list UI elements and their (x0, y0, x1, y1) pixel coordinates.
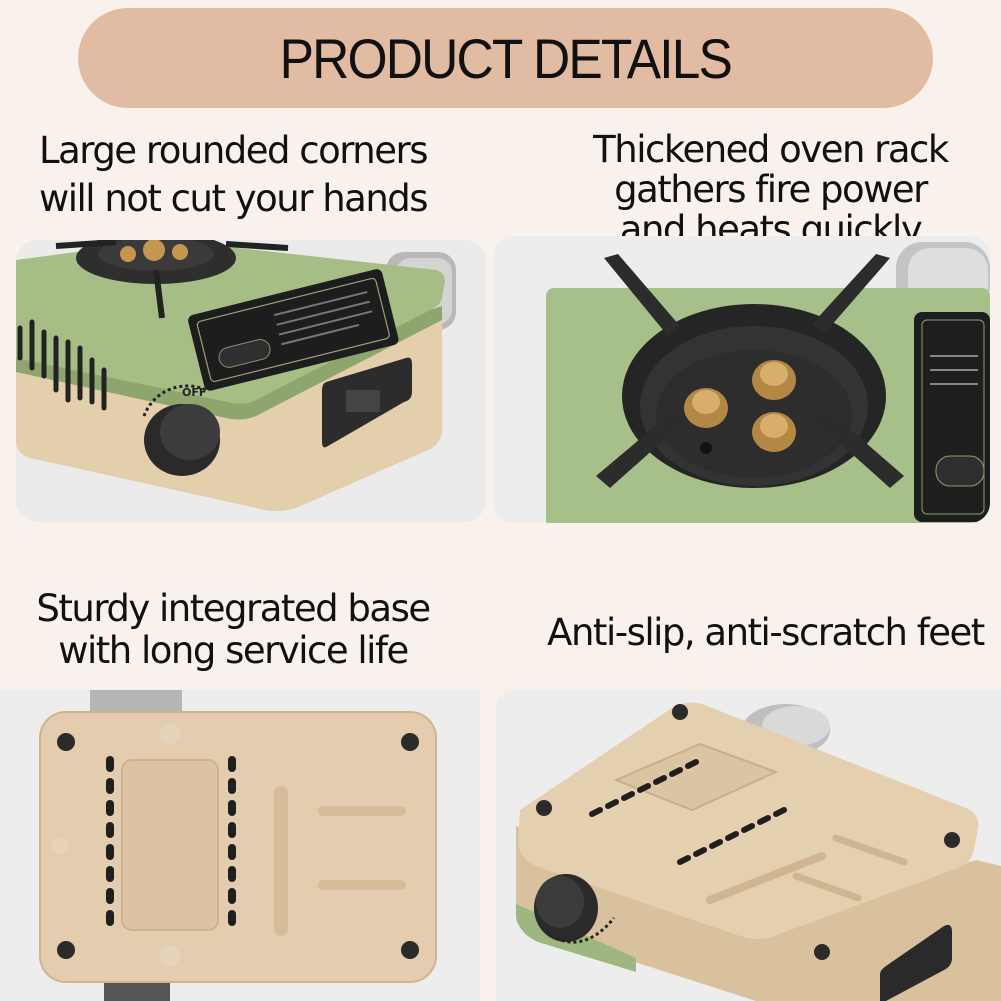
caption-line: Thickened oven rack (593, 128, 949, 171)
caption-line: Sturdy integrated base (36, 587, 431, 630)
product-image-oven-rack (494, 236, 990, 523)
feature-caption-oven-rack: Thickened oven rack gathers fire power a… (540, 130, 1001, 250)
caption-line: Large rounded corners (38, 129, 429, 172)
product-image-base (0, 690, 480, 1001)
header-banner: PRODUCT DETAILS (78, 8, 933, 108)
caption-line: with long service life (58, 629, 409, 672)
caption-line: Anti-slip, anti-scratch feet (547, 611, 985, 654)
product-image-rounded-corners: OFF (16, 240, 486, 522)
caption-line: will not cut your hands (38, 177, 429, 220)
knob-off-label: OFF (182, 386, 206, 399)
caption-line: gathers fire power (614, 168, 928, 211)
page-title: PRODUCT DETAILS (279, 26, 733, 90)
feature-caption-rounded-corners: Large rounded corners will not cut your … (0, 130, 466, 220)
feature-caption-feet: Anti-slip, anti-scratch feet (530, 612, 1001, 654)
product-image-feet (496, 690, 1001, 1001)
feature-caption-base: Sturdy integrated base with long service… (0, 588, 466, 672)
